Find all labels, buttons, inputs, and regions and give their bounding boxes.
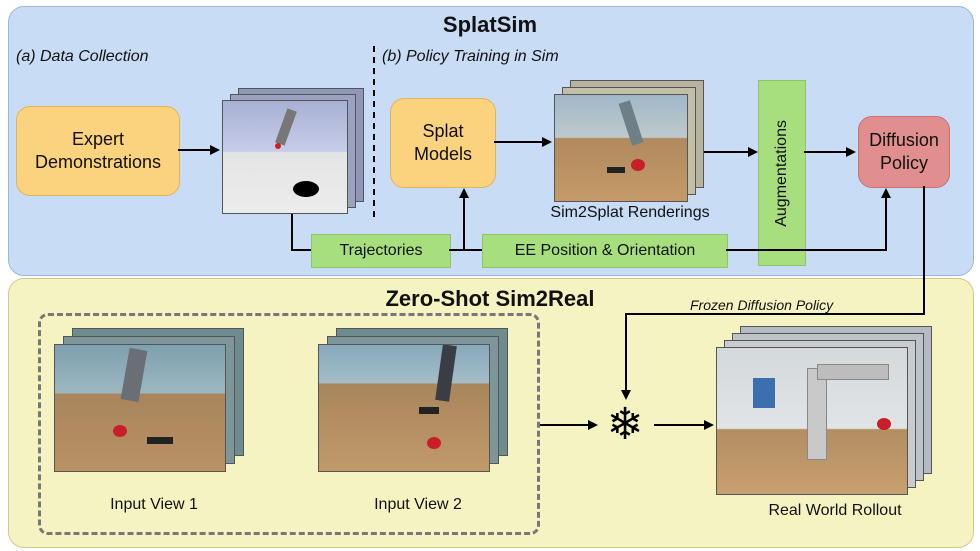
render-frame-front [554, 94, 688, 202]
splatsim-title: SplatSim [442, 12, 538, 37]
view2-robot-arm [435, 345, 457, 402]
policy-training-label: (b) Policy Training in Sim [382, 48, 559, 65]
ee-pose-box: EE Position & Orientation [482, 234, 728, 268]
render-robot-arm [618, 100, 644, 146]
input-view-1-stack [54, 328, 244, 472]
render-apple [631, 159, 645, 171]
view2-tee [419, 407, 439, 414]
render-tee [607, 167, 625, 173]
rollout-stack [716, 326, 932, 495]
augmentations-box: Augmentations [758, 80, 806, 266]
input-view-2-caption: Input View 2 [374, 496, 462, 513]
rollout-caption: Real World Rollout [768, 502, 902, 519]
rollout-image [716, 347, 908, 495]
rollout-poster [753, 378, 775, 408]
trajectories-box: Trajectories [311, 234, 451, 268]
view1-tee [147, 437, 173, 444]
rollout-robot-upper-arm [817, 364, 889, 380]
data-collection-label: (a) Data Collection [16, 48, 149, 65]
snowflake-icon: ❄ [606, 400, 644, 449]
sim-target-hole [293, 181, 319, 197]
rollout-apple [877, 418, 891, 430]
rollout-robot-arm [807, 368, 827, 460]
view1-apple [113, 425, 127, 437]
sim-object [275, 143, 281, 149]
augmentations-label: Augmentations [772, 119, 790, 227]
expert-demonstrations-box: Expert Demonstrations [16, 106, 180, 196]
robot-arm-shape [275, 108, 297, 146]
input-views-frame [38, 313, 540, 535]
view1-robot-arm [120, 347, 148, 403]
diffusion-policy-box: Diffusion Policy [858, 116, 950, 188]
input-view-1-caption: Input View 1 [110, 496, 198, 513]
input-view-2-stack [318, 328, 508, 472]
sim2real-title: Zero-Shot Sim2Real [385, 286, 595, 311]
splat-models-box: Splat Models [390, 98, 496, 188]
input-view-1-image [54, 344, 226, 472]
view2-apple [427, 437, 441, 449]
sim-frame-front [222, 100, 348, 214]
splat-render-stack [554, 80, 704, 202]
frozen-policy-label: Frozen Diffusion Policy [690, 297, 834, 313]
input-view-2-image [318, 344, 490, 472]
sim-image-stack [222, 88, 364, 214]
renderings-caption: Sim2Splat Renderings [550, 204, 710, 221]
